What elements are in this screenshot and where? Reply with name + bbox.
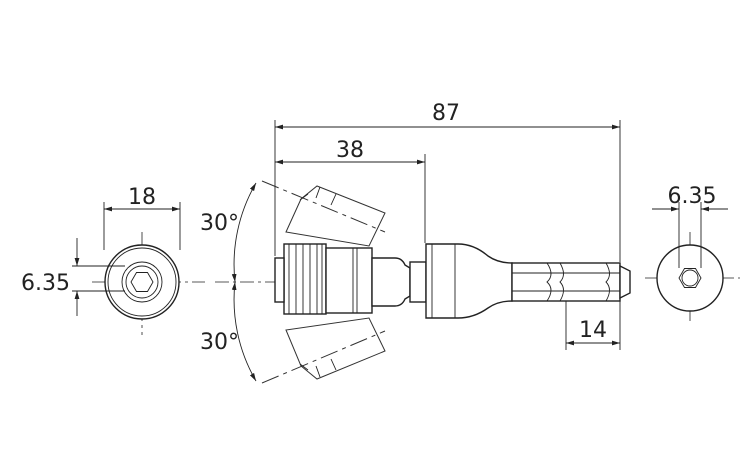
socket-tip: [274, 257, 285, 303]
shank-end-view: 6.35: [645, 184, 740, 325]
collar: [325, 247, 373, 314]
drive-shaft: [425, 243, 513, 319]
angle-dimension: 30° 30°: [200, 182, 257, 382]
angle-label-lower: 30°: [200, 330, 239, 355]
side-view: [215, 243, 632, 319]
dim-hex-shank-length: 14: [579, 318, 607, 343]
dim-overall-length: 87: [432, 101, 460, 126]
dim-socket-hex: 6.35: [21, 271, 70, 296]
swivel-upper-ghost: [261, 180, 386, 247]
knurled-sleeve: [283, 243, 327, 315]
socket-end-view: 18 6.35: [21, 185, 205, 335]
dim-shank-hex: 6.35: [668, 184, 717, 209]
length-dimensions: 87 38 14: [274, 101, 621, 350]
angle-label-upper: 30°: [200, 211, 239, 236]
hex-shank: [511, 262, 621, 302]
dim-socket-diameter: 18: [128, 185, 156, 210]
dim-sleeve-length: 38: [336, 138, 364, 163]
socket-hex-icon: [130, 272, 154, 292]
joint-ring: [409, 261, 427, 303]
shank-hex-icon: [678, 268, 702, 288]
swivel-lower-ghost: [261, 317, 386, 384]
